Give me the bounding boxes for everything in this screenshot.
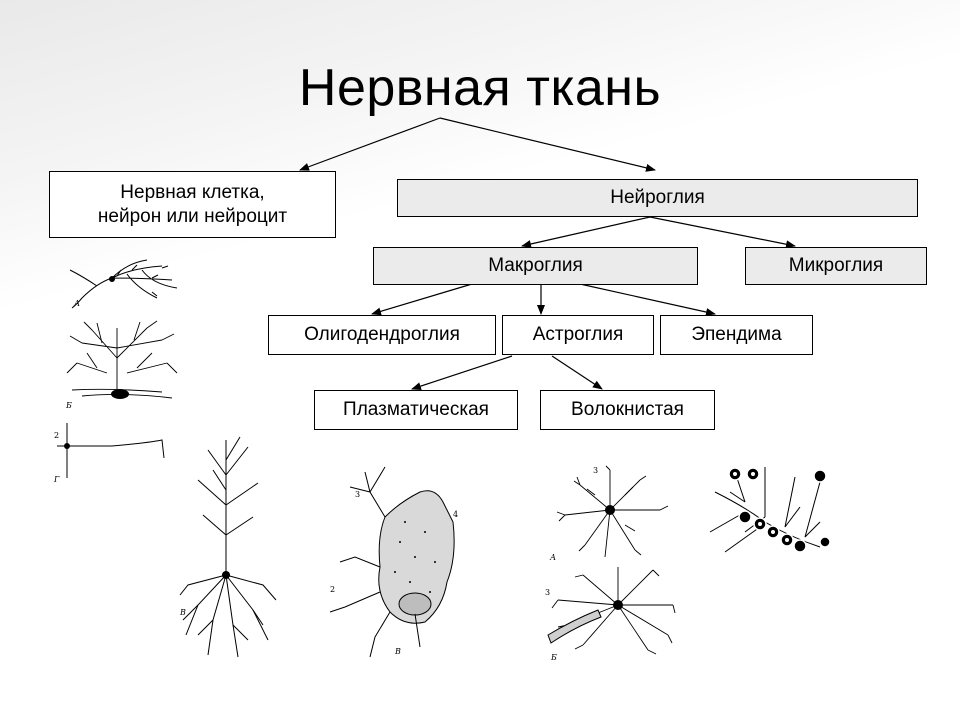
astro-label-a: А (549, 553, 556, 562)
neuron-illustration-g: Г 2 (53, 423, 165, 484)
node-ependyma-label: Эпендима (691, 324, 782, 346)
fibrous-num-3: 3 (593, 466, 598, 475)
node-microglia-label: Микроглия (788, 255, 884, 277)
neuron-label-a: А (73, 299, 80, 308)
arrow-astroglia-to-plasmatic (411, 355, 513, 390)
node-oligodendroglia: Олигодендроглия (268, 315, 496, 355)
fibrous-astrocyte-illustration-a: А 3 (549, 465, 669, 562)
node-astroglia: Астроглия (502, 315, 654, 355)
neuron-illustration-a: А (69, 259, 178, 309)
astro-num-3: 3 (355, 490, 360, 499)
plasmatic-astrocyte-illustration: 3 4 2 В (329, 466, 458, 658)
astro-num-4: 4 (453, 510, 458, 519)
arrow-tissue-to-neuroglia (439, 117, 656, 172)
neuron-label-v: В (179, 608, 186, 617)
arrow-neuroglia-to-microglia (649, 216, 796, 249)
fibrous-astrocyte-illustration-b: Б 3 (545, 567, 676, 662)
node-fibrous: Волокнистая (540, 390, 715, 430)
neuron-num-2: 2 (54, 431, 59, 440)
arrow-macroglia-to-ependyma (579, 283, 716, 316)
arrow-neuroglia-to-macroglia (521, 216, 651, 248)
node-ependyma: Эпендима (660, 315, 813, 355)
node-plasmatic-label: Плазматическая (343, 399, 489, 421)
arrow-astroglia-to-fibrous (551, 355, 603, 390)
node-fibrous-label: Волокнистая (571, 399, 684, 421)
neuron-label-g: Г (53, 475, 60, 484)
fibrous-num-3b: 3 (545, 588, 550, 597)
ependyma-illustration (709, 467, 830, 553)
node-macroglia-label: Макроглия (488, 255, 583, 277)
node-microglia: Микроглия (745, 247, 927, 285)
page-title: Нервная ткань (298, 59, 662, 117)
node-neuron: Нервная клетка, нейрон или нейроцит (49, 171, 336, 238)
pyramidal-neuron-illustration: В (179, 436, 277, 658)
node-astroglia-label: Астроглия (532, 324, 624, 346)
astro-num-2: 2 (330, 585, 335, 594)
node-oligodendroglia-label: Олигодендроглия (304, 324, 460, 346)
arrow-tissue-to-neuron (299, 117, 441, 171)
neuron-illustration-b: Б (65, 320, 178, 410)
neuron-label-b: Б (65, 401, 72, 410)
node-neuroglia: Нейроглия (397, 179, 918, 217)
node-neuroglia-label: Нейроглия (610, 187, 705, 209)
arrow-macroglia-to-oligodendroglia (371, 283, 473, 316)
node-neuron-label: Нервная клетка, нейрон или нейроцит (97, 181, 288, 227)
node-plasmatic: Плазматическая (314, 390, 518, 430)
astro-label-v: В (394, 647, 401, 656)
node-macroglia: Макроглия (373, 247, 698, 285)
astro-label-b: Б (550, 653, 557, 662)
